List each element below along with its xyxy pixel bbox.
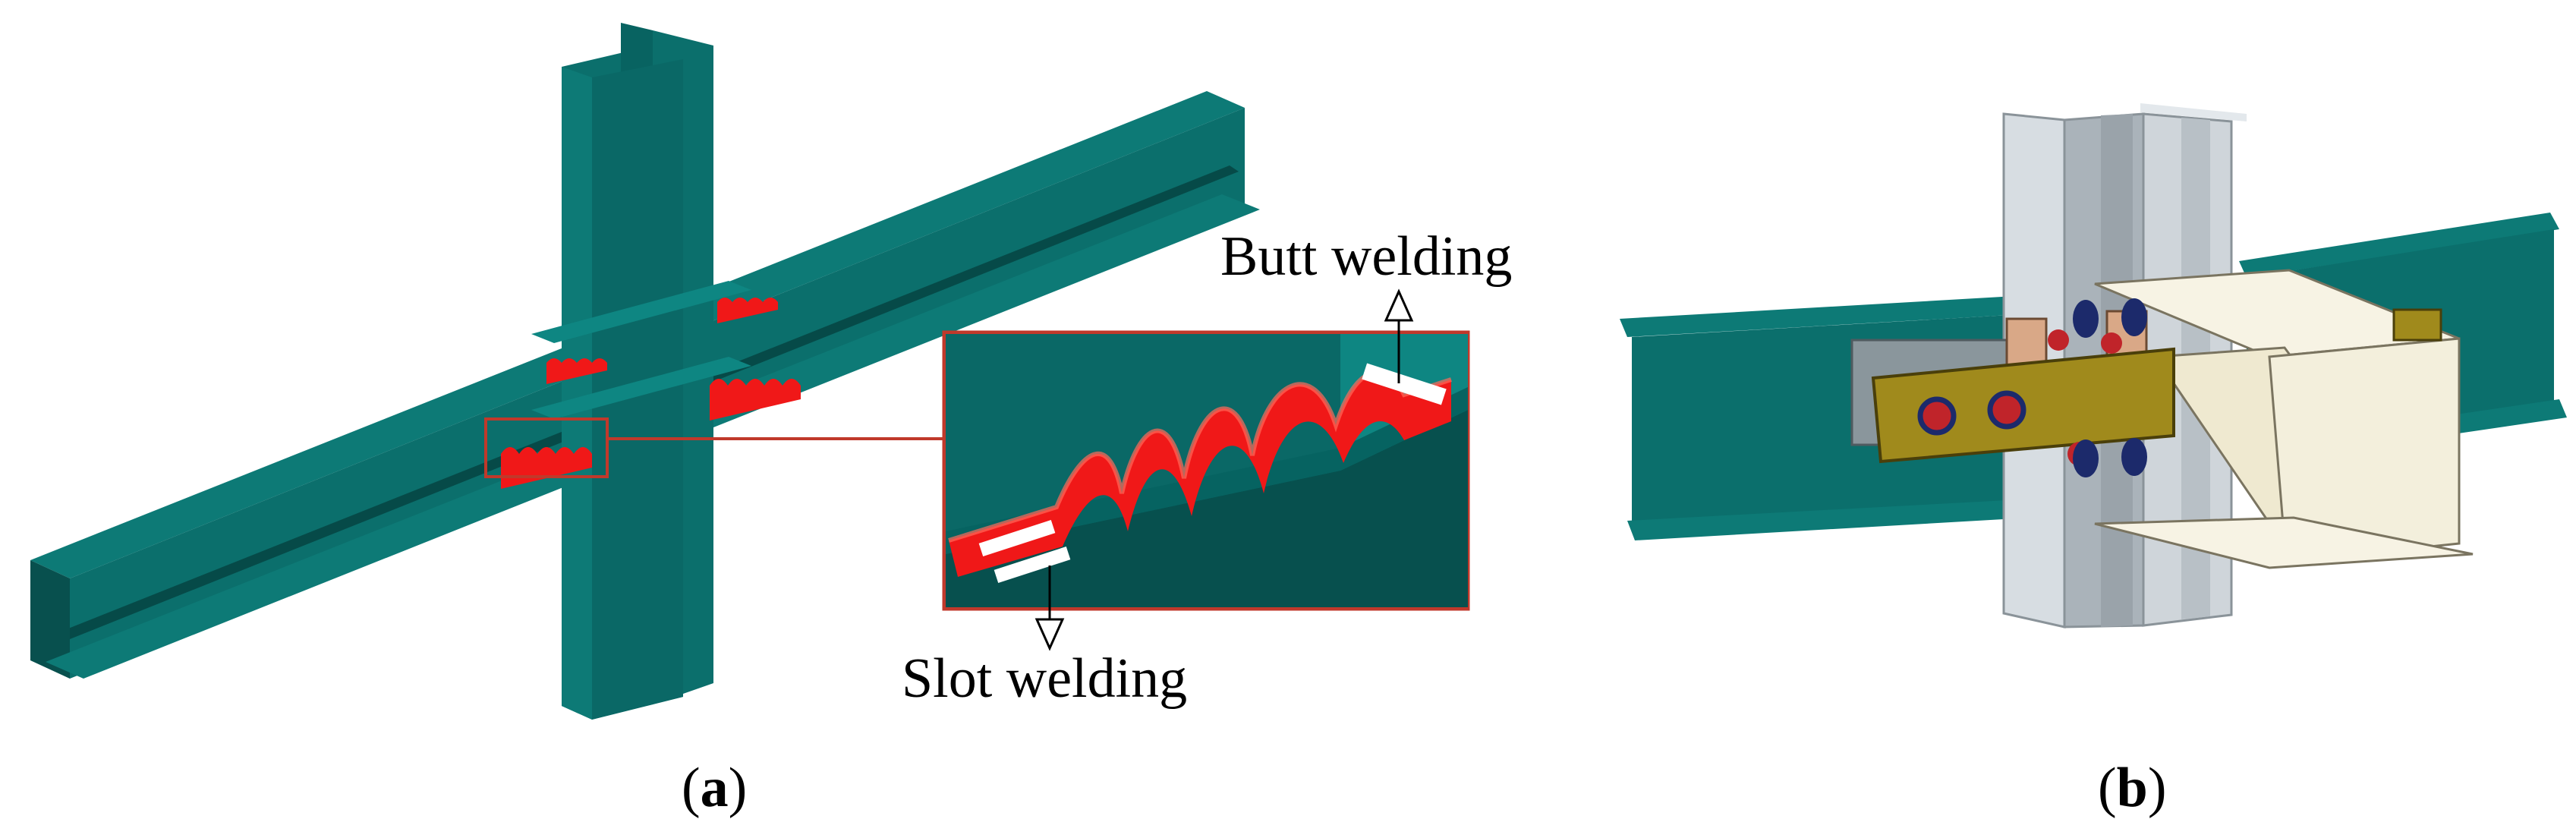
- corrugated-web-right: [710, 379, 801, 421]
- corrugated-web-upper-left: [546, 358, 607, 384]
- slot-weld-strip-2: [994, 546, 1071, 584]
- panel-a-caption: (a): [682, 757, 747, 819]
- bolts: [1917, 329, 2122, 466]
- bolt-4: [2101, 332, 2122, 354]
- navy-bolts: [2073, 298, 2147, 477]
- corrugated-web-left: [501, 447, 592, 489]
- stiffener-plate-upper: [531, 281, 751, 343]
- panel-b-caption: (b): [2098, 757, 2166, 819]
- stiffener-plate-lower: [531, 357, 751, 419]
- detail-highlight-box: [484, 417, 609, 478]
- bolt-1: [1917, 396, 1957, 436]
- cream-beam: [2094, 269, 2474, 569]
- panel-b: (b): [1620, 103, 2567, 819]
- navy-bolt-2: [2121, 298, 2147, 336]
- slot-welding-label: Slot welding: [902, 647, 1187, 710]
- corrugated-web-upper-right: [717, 298, 778, 323]
- butt-welding-label: Butt welding: [1220, 225, 1512, 288]
- corrugated-red-web-detail: [949, 372, 1451, 577]
- panel-a: Butt welding Slot welding (a): [30, 23, 1512, 819]
- butt-weld-strip: [1362, 363, 1447, 405]
- bolt-2: [1987, 390, 2026, 430]
- navy-bolt-4: [2121, 438, 2147, 476]
- zoom-inset: [942, 330, 1470, 611]
- left-teal-beam: [1620, 295, 2057, 540]
- far-splice-plate: [2392, 308, 2442, 342]
- slot-weld-strip-1: [978, 519, 1056, 557]
- navy-bolt-1: [2073, 300, 2099, 338]
- butt-welding-arrow: [1384, 288, 1414, 383]
- bolt-3: [2048, 329, 2069, 351]
- slot-welding-arrow: [1034, 565, 1065, 651]
- navy-bolt-3: [2073, 439, 2099, 477]
